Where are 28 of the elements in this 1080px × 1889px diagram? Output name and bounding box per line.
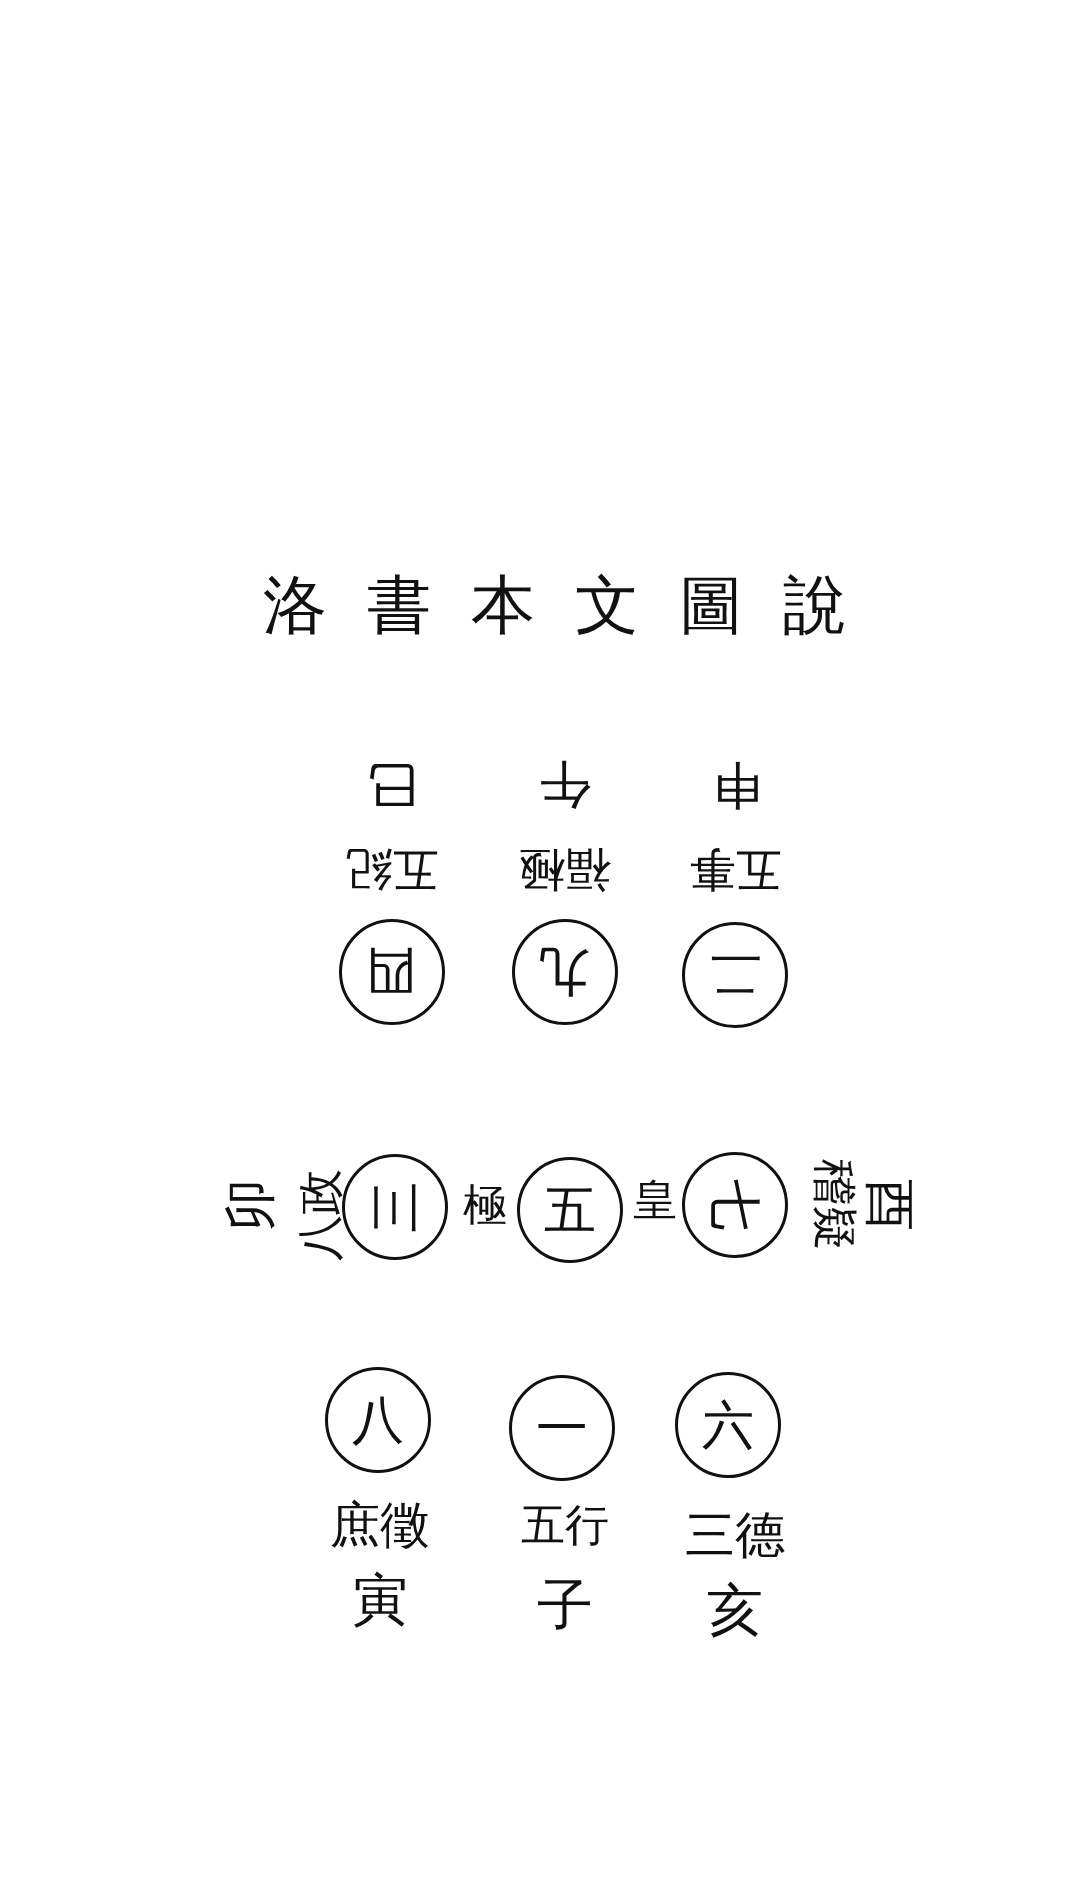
number-circle: 二 xyxy=(682,922,788,1028)
number-circle: 六 xyxy=(675,1372,781,1478)
circle-caption: 皇 xyxy=(633,1178,677,1222)
circle-caption: 八政 xyxy=(297,1169,343,1261)
circle-caption: 五紀 xyxy=(346,847,438,893)
circle-caption: 福極 xyxy=(519,847,611,893)
number-circle: 七 xyxy=(682,1152,788,1258)
title: 洛書本文圖說 xyxy=(263,573,887,637)
branch-character: 巳 xyxy=(366,759,418,811)
circle-caption: 五事 xyxy=(689,847,781,893)
circle-caption: 極 xyxy=(463,1183,507,1227)
number-circle: 五 xyxy=(517,1157,623,1263)
branch-character: 寅 xyxy=(352,1572,408,1628)
branch-character: 午 xyxy=(539,759,591,811)
branch-character: 卯 xyxy=(224,1179,276,1231)
number-circle: 八 xyxy=(325,1367,431,1473)
branch-character: 亥 xyxy=(707,1582,763,1638)
circle-caption: 三德 xyxy=(685,1510,785,1560)
circle-caption: 稽疑 xyxy=(812,1159,858,1251)
circle-caption: 庶徵 xyxy=(330,1500,430,1550)
circle-caption: 五行 xyxy=(521,1503,609,1547)
branch-character: 申 xyxy=(709,759,761,811)
number-circle: 四 xyxy=(339,919,445,1025)
branch-character: 子 xyxy=(537,1577,593,1633)
number-circle: 九 xyxy=(512,919,618,1025)
branch-character: 酉 xyxy=(864,1179,916,1231)
number-circle: 一 xyxy=(509,1375,615,1481)
number-circle: 三 xyxy=(342,1154,448,1260)
